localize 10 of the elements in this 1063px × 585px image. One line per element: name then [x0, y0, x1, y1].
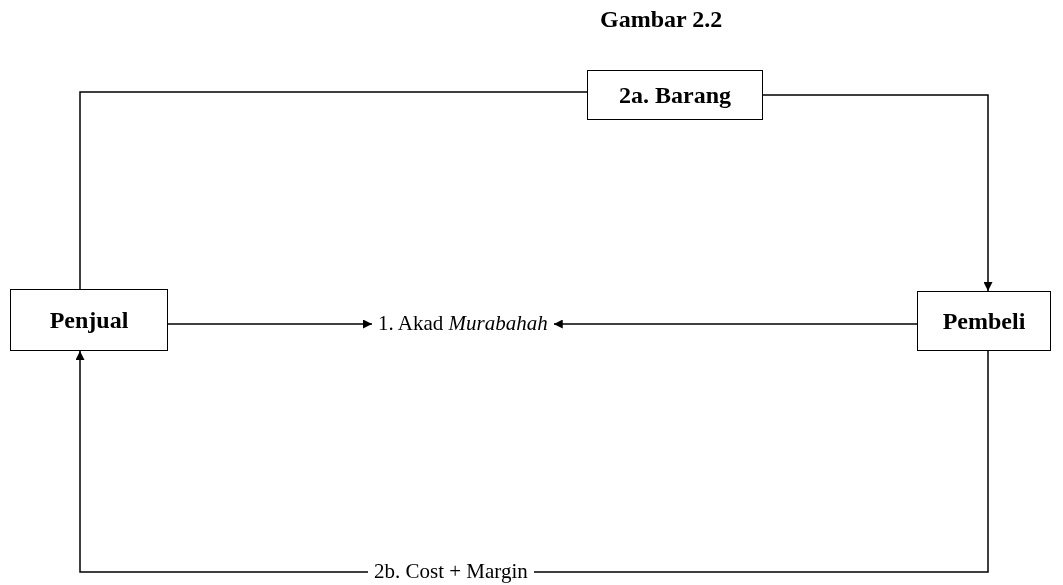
- entity-box: Pembeli: [917, 291, 1051, 351]
- arrow: [75, 350, 369, 573]
- connector-line: [79, 91, 588, 290]
- item-box: 2a. Barang: [587, 70, 763, 120]
- entity-box: Penjual: [10, 289, 168, 351]
- arrow: [167, 319, 373, 329]
- figure-title: Gambar 2.2: [600, 6, 723, 33]
- arrow: [553, 319, 918, 329]
- connector-line: [533, 350, 989, 573]
- arrow: [762, 94, 993, 292]
